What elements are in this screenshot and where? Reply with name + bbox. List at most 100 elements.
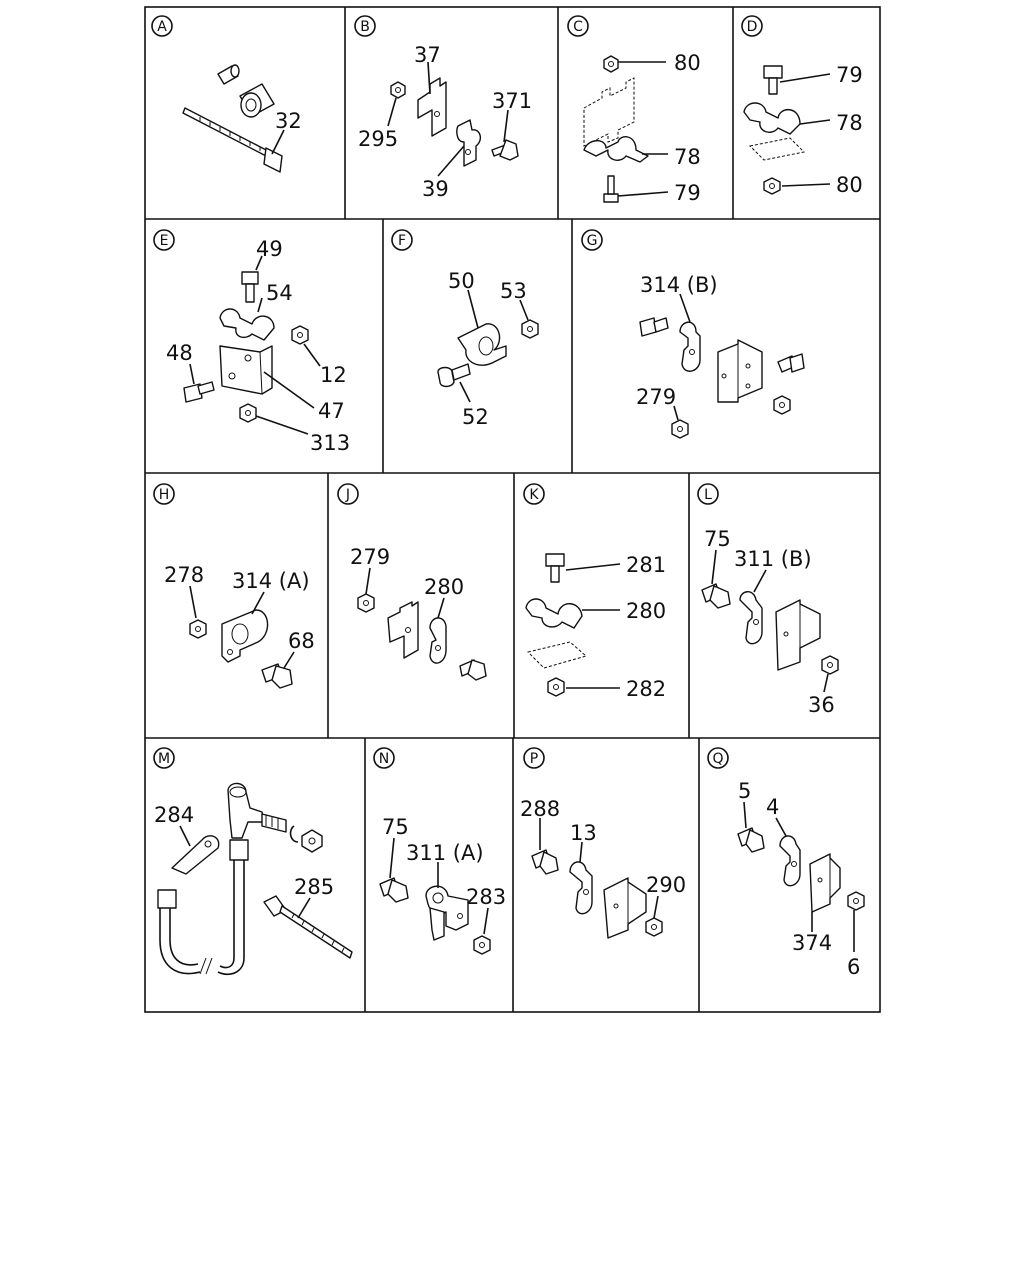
panel-letter-m: M	[153, 747, 175, 769]
part-nut-279	[671, 419, 689, 439]
part-nut-6	[847, 891, 865, 911]
part-clip-13	[569, 861, 593, 915]
part-bracket-dashed	[583, 77, 635, 147]
callout-311b: 311 (B)	[734, 547, 812, 571]
callout-278: 278	[164, 563, 204, 587]
callout-374: 374	[792, 931, 832, 955]
svg-text:J: J	[345, 487, 350, 503]
panel-c: C 80 78 79	[567, 15, 701, 205]
part-bolt-288	[531, 849, 559, 875]
callout-75: 75	[704, 527, 731, 551]
part-cable-tie-285	[263, 895, 353, 959]
part-spacer-dashed	[527, 641, 588, 669]
callout-279: 279	[350, 545, 390, 569]
svg-text:P: P	[530, 751, 538, 767]
callout-78: 78	[674, 145, 701, 169]
svg-text:L: L	[704, 487, 712, 503]
part-clamp-54	[219, 308, 275, 341]
callout-78: 78	[836, 111, 863, 135]
part-bolt-5	[737, 827, 765, 853]
callout-6: 6	[847, 955, 860, 979]
part-bolt-75	[379, 877, 409, 903]
callout-53: 53	[500, 279, 527, 303]
part-pipe-clip-284	[171, 835, 220, 875]
svg-text:E: E	[160, 233, 169, 249]
svg-text:M: M	[158, 751, 170, 767]
panel-letter-a: A	[151, 15, 173, 37]
part-bracket-47	[219, 345, 273, 395]
part-bolt-right	[777, 353, 805, 373]
callout-281: 281	[626, 553, 666, 577]
part-bolt-j	[459, 659, 487, 681]
callout-32: 32	[275, 109, 302, 133]
callout-75: 75	[382, 815, 409, 839]
svg-text:C: C	[573, 19, 583, 35]
part-clip-4	[779, 835, 801, 887]
svg-text:H: H	[159, 487, 170, 503]
callout-52: 52	[462, 405, 489, 429]
callout-79: 79	[836, 63, 863, 87]
part-clamp-78	[583, 136, 649, 163]
callout-39: 39	[422, 177, 449, 201]
panel-q: Q 5 4 374 6	[707, 747, 865, 979]
panel-k: K 281 280 282	[523, 483, 666, 701]
part-clip-311b	[739, 591, 763, 645]
callout-314a: 314 (A)	[232, 569, 310, 593]
callout-314b: 314 (B)	[640, 273, 718, 297]
panel-letter-g: G	[581, 229, 603, 251]
svg-text:K: K	[529, 487, 539, 503]
svg-text:A: A	[157, 19, 167, 35]
part-pipe	[157, 839, 249, 976]
panel-letter-h: H	[153, 483, 175, 505]
part-bolt-48	[183, 381, 215, 403]
part-clip-311a	[425, 885, 469, 941]
callout-295: 295	[358, 127, 398, 151]
part-bracket-374	[809, 853, 841, 913]
part-spacer-dashed	[748, 137, 806, 161]
callout-283: 283	[466, 885, 506, 909]
panel-b: B 37 295 371 39	[354, 15, 532, 201]
panel-m: M	[153, 747, 353, 976]
part-bracket-p	[603, 877, 647, 939]
panel-p: P 288 13 290	[520, 747, 686, 939]
callout-79: 79	[674, 181, 701, 205]
callout-371: 371	[492, 89, 532, 113]
part-nut-right	[773, 395, 791, 415]
panel-d: D 79 78 80	[741, 15, 863, 197]
callout-284: 284	[154, 803, 194, 827]
part-clip-50	[457, 323, 507, 366]
part-clip-314a	[221, 609, 269, 663]
panel-l: L 75 311 (B) 36	[697, 483, 839, 717]
panel-n: N 75 311 (A) 283	[373, 747, 506, 955]
part-nut-53	[521, 319, 539, 339]
part-bolt-79	[763, 65, 783, 95]
svg-text:N: N	[379, 751, 389, 767]
part-nut-313	[239, 403, 257, 423]
panel-a: A 32	[151, 15, 302, 173]
svg-text:B: B	[360, 19, 370, 35]
callout-80: 80	[836, 173, 863, 197]
part-sleeve-small	[217, 64, 240, 85]
part-fitting-nut	[261, 813, 323, 853]
panel-grid	[144, 6, 881, 1013]
panel-letter-c: C	[567, 15, 589, 37]
part-nut-12	[291, 325, 309, 345]
part-clamp-78	[743, 102, 801, 135]
callout-280: 280	[626, 599, 666, 623]
panel-letter-q: Q	[707, 747, 729, 769]
part-nut-36	[821, 655, 839, 675]
part-bolt-52	[437, 363, 471, 388]
callout-288: 288	[520, 797, 560, 821]
panel-e: E 49 5	[153, 229, 350, 455]
part-bracket-37	[417, 77, 447, 137]
panel-f: F 50 53 52	[391, 229, 539, 429]
part-nut-80	[603, 55, 619, 73]
panel-letter-k: K	[523, 483, 545, 505]
part-nut-278	[189, 619, 207, 639]
part-nut-290	[645, 917, 663, 937]
panel-letter-p: P	[523, 747, 545, 769]
callout-68: 68	[288, 629, 315, 653]
callout-313: 313	[310, 431, 350, 455]
svg-text:G: G	[587, 233, 598, 249]
